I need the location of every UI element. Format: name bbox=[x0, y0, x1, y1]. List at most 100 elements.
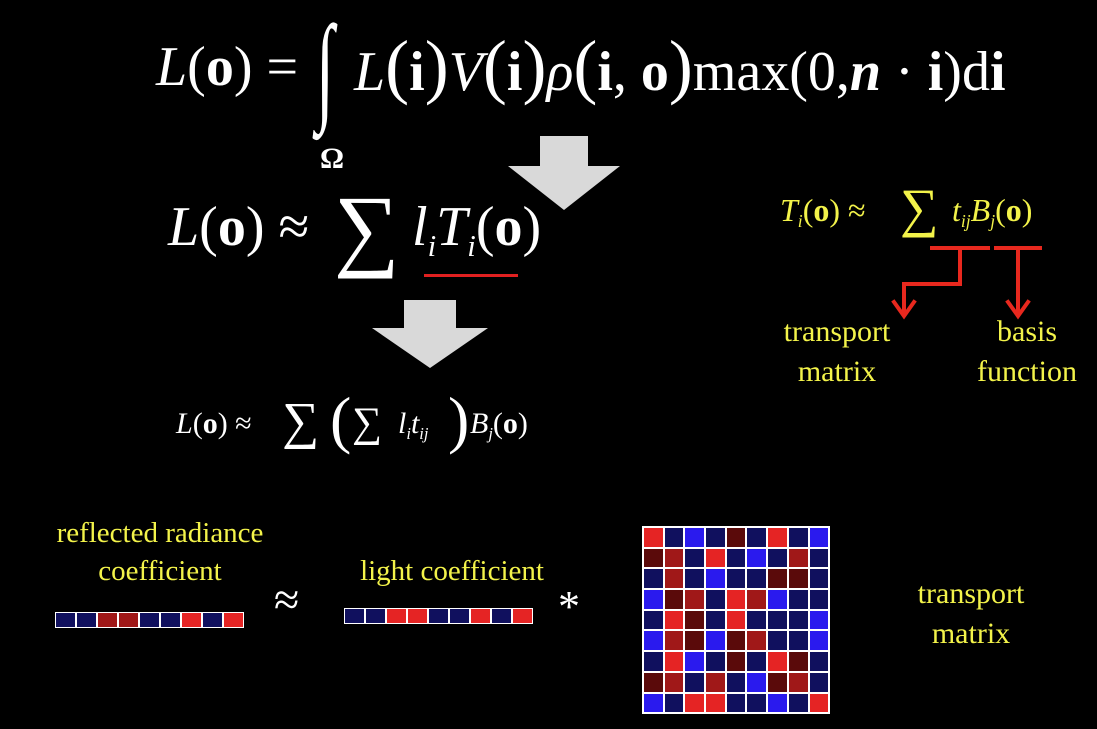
rendering-equation: L(o) = bbox=[156, 36, 299, 98]
matrix-cell bbox=[725, 527, 747, 548]
matrix-cell bbox=[684, 568, 706, 590]
reflected-label: reflected radiance coefficient bbox=[56, 517, 264, 587]
approx-term-1: liTi(o) bbox=[412, 196, 542, 263]
matrix-cell bbox=[684, 547, 706, 569]
matrix-cell bbox=[767, 589, 788, 610]
matrix-cell bbox=[663, 692, 685, 714]
star-symbol: * bbox=[558, 582, 580, 631]
matrix-cell bbox=[746, 609, 768, 631]
matrix-cell bbox=[746, 651, 768, 672]
matrix-cell bbox=[684, 527, 706, 548]
matrix-cell bbox=[808, 527, 830, 548]
matrix-cell bbox=[643, 609, 664, 631]
matrix-cell bbox=[808, 671, 830, 693]
vector-cell bbox=[76, 612, 97, 628]
matrix-cell bbox=[643, 568, 664, 590]
matrix-cell bbox=[684, 589, 706, 610]
vector-cell bbox=[202, 612, 223, 628]
matrix-cell bbox=[705, 630, 726, 652]
vector-cell bbox=[118, 612, 139, 628]
matrix-cell bbox=[767, 651, 788, 672]
matrix-cell bbox=[808, 630, 830, 652]
sum-sign-3: ∑ bbox=[352, 400, 382, 446]
basis-term: Bj(o) bbox=[470, 407, 528, 443]
bracket-arrows bbox=[891, 246, 1042, 320]
matrix-cell bbox=[746, 671, 768, 693]
vector-cell bbox=[344, 608, 365, 624]
inner-term: litij bbox=[398, 407, 429, 443]
matrix-cell bbox=[808, 692, 830, 714]
matrix-cell bbox=[767, 568, 788, 590]
matrix-cell bbox=[643, 589, 664, 610]
paren-right: ) bbox=[448, 384, 470, 455]
matrix-cell bbox=[725, 547, 747, 569]
matrix-cell bbox=[725, 609, 747, 631]
vector-cell bbox=[428, 608, 449, 624]
integrand: L(i)V(i)ρ(i, o)max(0,n · i)di bbox=[354, 26, 1006, 106]
matrix-cell bbox=[684, 630, 706, 652]
matrix-cell bbox=[663, 547, 685, 569]
sum-sign-2: ∑ bbox=[282, 393, 320, 450]
matrix-cell bbox=[705, 671, 726, 693]
vector-cell bbox=[181, 612, 202, 628]
matrix-cell bbox=[725, 630, 747, 652]
down-arrow-2 bbox=[372, 300, 488, 368]
matrix-cell bbox=[787, 568, 809, 590]
vector-cell bbox=[512, 608, 533, 624]
matrix-cell bbox=[663, 651, 685, 672]
matrix-cell bbox=[808, 568, 830, 590]
vector-cell bbox=[407, 608, 428, 624]
matrix-cell bbox=[663, 589, 685, 610]
matrix-cell bbox=[787, 589, 809, 610]
matrix-cell bbox=[808, 609, 830, 631]
matrix-cell bbox=[643, 671, 664, 693]
matrix-cell bbox=[705, 609, 726, 631]
matrix-cell bbox=[746, 568, 768, 590]
paren-left: ( bbox=[330, 384, 352, 455]
matrix-cell bbox=[643, 630, 664, 652]
matrix-cell bbox=[746, 630, 768, 652]
light-vector bbox=[344, 608, 533, 624]
matrix-cell bbox=[767, 547, 788, 569]
approx-symbol: ≈ bbox=[274, 574, 300, 625]
integral-domain: Ω bbox=[320, 142, 345, 175]
down-arrow-1 bbox=[508, 136, 620, 210]
sum-sign-1: ∑ bbox=[334, 177, 400, 279]
matrix-cell bbox=[787, 609, 809, 631]
vector-cell bbox=[139, 612, 160, 628]
matrix-cell bbox=[725, 568, 747, 590]
vector-cell bbox=[97, 612, 118, 628]
matrix-cell bbox=[787, 547, 809, 569]
matrix-cell bbox=[705, 692, 726, 714]
transport-matrix-label-top: transport matrix bbox=[783, 315, 891, 388]
matrix-cell bbox=[684, 692, 706, 714]
matrix-cell bbox=[663, 671, 685, 693]
integral-sign: ∫ bbox=[316, 1, 335, 134]
matrix-cell bbox=[767, 692, 788, 714]
vector-cell bbox=[449, 608, 470, 624]
vector-cell bbox=[386, 608, 407, 624]
matrix-cell bbox=[663, 527, 685, 548]
matrix-cell bbox=[705, 589, 726, 610]
matrix-cell bbox=[643, 547, 664, 569]
vector-cell bbox=[223, 612, 244, 628]
matrix-cell bbox=[787, 630, 809, 652]
basis-function-label: basis function bbox=[977, 315, 1077, 388]
underline-highlight bbox=[424, 274, 518, 277]
transport-term: tijBj(o) bbox=[952, 192, 1033, 232]
matrix-cell bbox=[725, 651, 747, 672]
matrix-cell bbox=[746, 692, 768, 714]
vector-cell bbox=[491, 608, 512, 624]
matrix-cell bbox=[663, 609, 685, 631]
matrix-cell bbox=[746, 547, 768, 569]
approx-equation-2: L(o) ≈ bbox=[176, 407, 252, 440]
light-coefficient-label: light coefficient bbox=[360, 555, 544, 587]
matrix-cell bbox=[787, 671, 809, 693]
transport-matrix-label-bottom: transport matrix bbox=[917, 577, 1025, 650]
matrix-cell bbox=[705, 527, 726, 548]
matrix-cell bbox=[663, 568, 685, 590]
matrix-cell bbox=[643, 651, 664, 672]
matrix-cell bbox=[684, 651, 706, 672]
matrix-cell bbox=[663, 630, 685, 652]
matrix-cell bbox=[746, 589, 768, 610]
